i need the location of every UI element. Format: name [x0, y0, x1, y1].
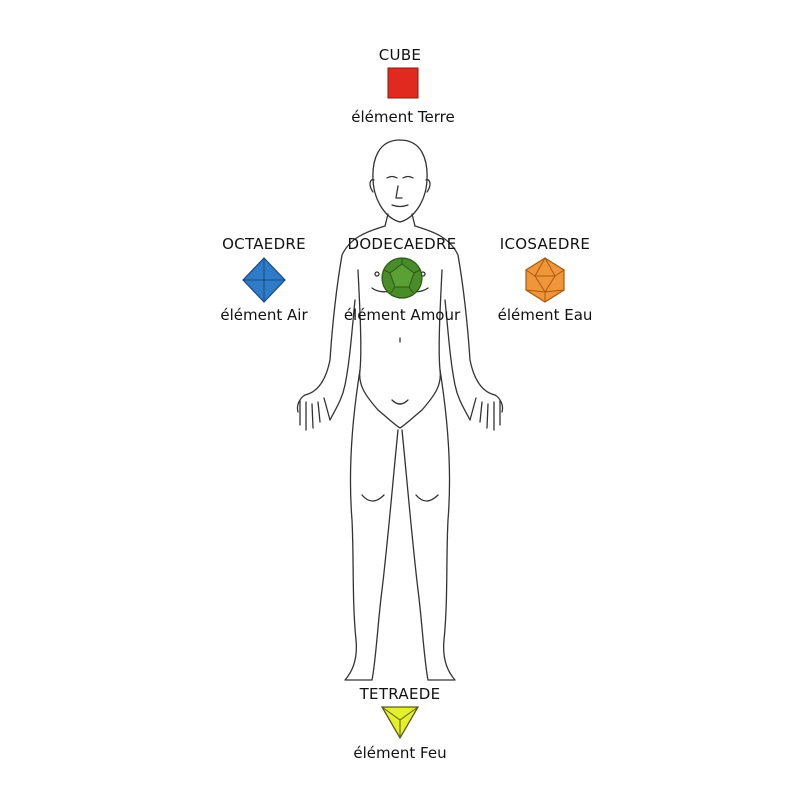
icosahedron-element-label: élément Eau [497, 306, 593, 324]
right-leg [401, 369, 456, 681]
right-hand [469, 394, 504, 431]
cube-label: CUBE [300, 46, 500, 64]
tetrahedron-name: TETRAEDE [359, 685, 441, 703]
cube-element-label: élément Terre [351, 108, 455, 126]
torso-outline [304, 225, 386, 396]
dodecahedron-icon [381, 257, 423, 299]
octahedron-label: OCTAEDRE [164, 235, 364, 253]
dodecahedron-name: DODECAEDRE [347, 235, 457, 253]
octahedron-icon [242, 257, 286, 303]
neck-outline [384, 213, 416, 227]
tetrahedron-element: élément Feu [300, 744, 500, 762]
icosahedron-icon [525, 256, 565, 303]
icosahedron-label: ICOSAEDRE [445, 235, 645, 253]
left-hand [296, 394, 331, 431]
icosahedron-name: ICOSAEDRE [499, 235, 591, 253]
cube-element: élément Terre [303, 108, 503, 126]
tetrahedron-icon [380, 706, 420, 740]
octahedron-element-label: élément Air [220, 306, 308, 324]
cube-name: CUBE [378, 46, 422, 64]
icosahedron-element: élément Eau [445, 306, 645, 324]
dodecahedron-label: DODECAEDRE [302, 235, 502, 253]
tetrahedron-label: TETRAEDE [300, 685, 500, 703]
dodecahedron-element-label: élément Amour [343, 306, 461, 324]
head-outline [372, 139, 428, 223]
left-leg [344, 369, 399, 681]
tetrahedron-element-label: élément Feu [353, 744, 447, 762]
dodecahedron-element: élément Amour [302, 306, 502, 324]
octahedron-element: élément Air [164, 306, 364, 324]
cube-icon [387, 67, 419, 99]
octahedron-name: OCTAEDRE [222, 235, 306, 253]
